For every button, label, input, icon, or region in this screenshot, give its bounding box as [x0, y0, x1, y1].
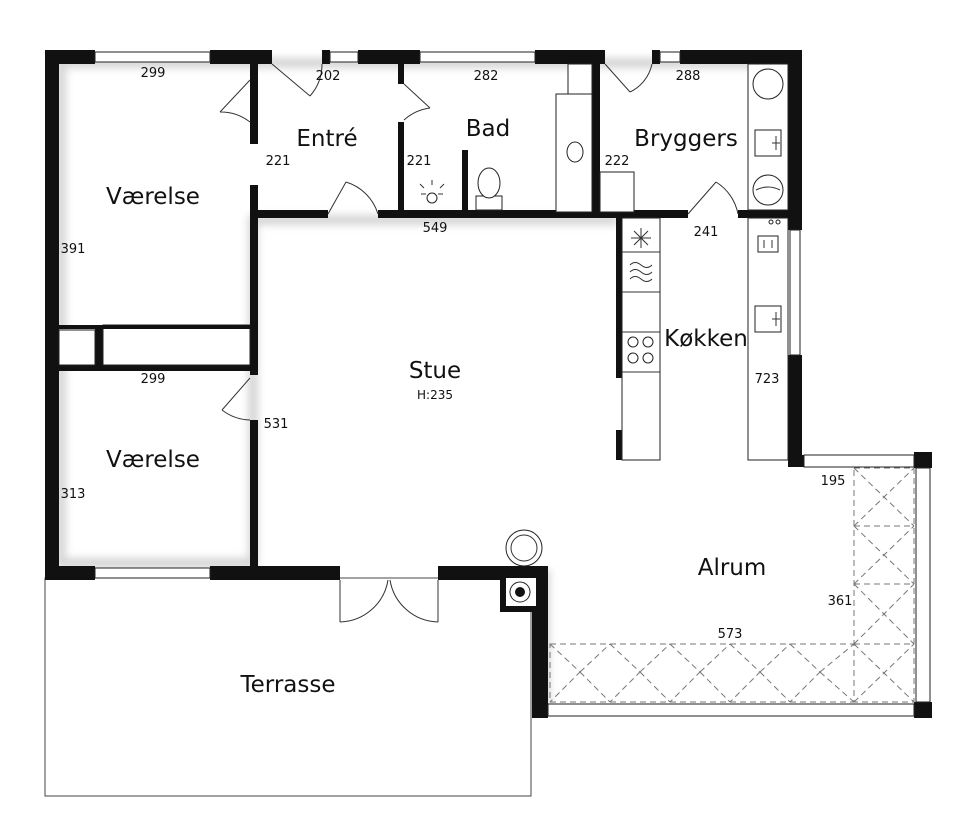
room-label-vaerelse-2: Værelse — [106, 447, 200, 473]
room-label-bryggers: Bryggers — [634, 126, 738, 152]
bathroom-fixtures — [419, 63, 593, 213]
sink-icon — [754, 129, 782, 157]
windows — [94, 51, 931, 717]
kitchen-counters — [621, 217, 789, 461]
kitchen-sink-icon — [754, 305, 782, 333]
dimension-label: 241 — [694, 225, 719, 240]
room-label-bad: Bad — [466, 116, 510, 142]
dimension-labels: 299 202 282 288 221 221 222 391 549 241 … — [61, 66, 853, 642]
terrace-area — [44, 577, 532, 797]
dimension-label: 299 — [141, 372, 166, 387]
dimension-label: 391 — [61, 242, 86, 257]
room-label-alrum: Alrum — [698, 555, 767, 581]
doors — [219, 63, 739, 623]
room-label-vaerelse-1: Værelse — [106, 184, 200, 210]
dimension-label: 313 — [61, 487, 86, 502]
dimension-label: 202 — [316, 69, 341, 84]
dimension-label: 573 — [718, 627, 743, 642]
dimension-label: 288 — [676, 69, 701, 84]
room-labels: Værelse Værelse Entré Bad Bryggers Stue … — [106, 116, 766, 698]
dimension-label: 549 — [423, 221, 448, 236]
snowflake-icon — [631, 228, 651, 248]
dimension-label: 299 — [141, 66, 166, 81]
cooktop-icon — [627, 336, 654, 364]
dimension-label: 361 — [828, 594, 853, 609]
wave-icon — [629, 262, 653, 282]
washing-machine-icon — [752, 68, 784, 206]
dimension-label: 723 — [755, 372, 780, 387]
dimension-label: 221 — [266, 154, 291, 169]
fireplace-icon — [505, 529, 543, 603]
room-label-kokken: Køkken — [664, 326, 748, 352]
sunroom-glass-roof — [549, 467, 915, 703]
room-label-terrasse: Terrasse — [239, 672, 335, 698]
toilet-icon — [475, 167, 503, 211]
dimension-label: 282 — [474, 69, 499, 84]
dimension-label: 222 — [605, 154, 630, 169]
walls — [45, 50, 932, 718]
dimension-label: 221 — [407, 154, 432, 169]
light-icon — [419, 180, 445, 204]
interior-walls — [58, 64, 790, 570]
dimension-label: 195 — [821, 474, 846, 489]
dishwasher-icon — [757, 235, 779, 253]
room-label-entre: Entré — [296, 126, 357, 152]
utility-fixtures — [599, 63, 789, 213]
dimension-label: 531 — [264, 417, 289, 432]
ceiling-height-label: H:235 — [417, 388, 453, 402]
room-label-stue: Stue — [409, 358, 461, 384]
